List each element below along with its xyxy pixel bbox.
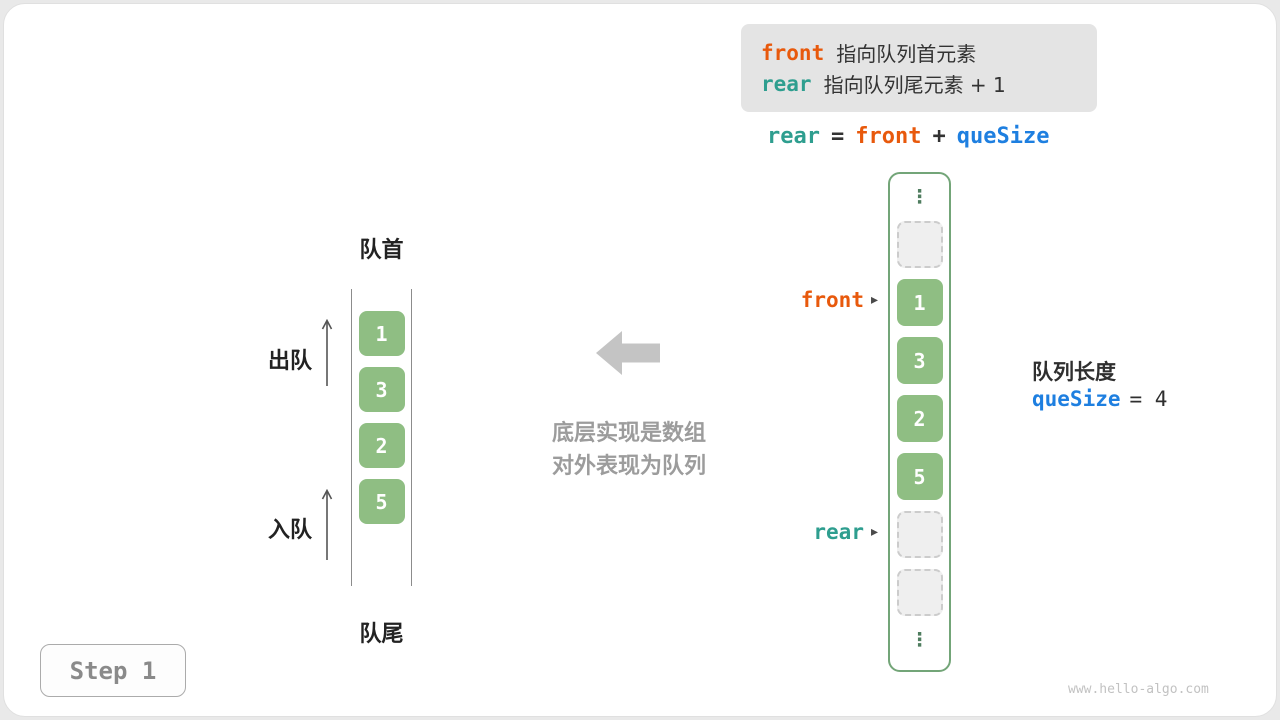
front-keyword: front bbox=[761, 40, 825, 65]
diagram-card: front 指向队列首元素 rear 指向队列尾元素 + 1 rear = fr… bbox=[3, 3, 1277, 717]
front-pointer: front ▸ bbox=[772, 288, 878, 312]
formula-rear: rear bbox=[767, 124, 820, 149]
caption-line-2: 对外表现为队列 bbox=[551, 454, 706, 479]
dequeue-up-arrow-icon bbox=[321, 319, 333, 386]
rear-keyword: rear bbox=[761, 71, 812, 96]
dequeue-label: 出队 bbox=[267, 349, 312, 374]
front-pointer-label: front bbox=[800, 288, 864, 312]
front-description: 指向队列首元素 bbox=[836, 42, 977, 66]
ellipsis-top-icon: ⋮ bbox=[910, 186, 929, 208]
left-block-arrow-icon bbox=[596, 331, 660, 375]
array-cell: 5 bbox=[896, 453, 943, 500]
formula-equals: = bbox=[830, 124, 845, 149]
formula-plus: + bbox=[932, 124, 946, 149]
array-cell-empty bbox=[896, 569, 943, 616]
watermark: www.hello-algo.com bbox=[1068, 682, 1209, 697]
formula-front: front bbox=[855, 124, 922, 149]
array-cell-empty bbox=[896, 221, 943, 268]
queue-tail-label: 队尾 bbox=[359, 622, 404, 647]
caption-line-1: 底层实现是数组 bbox=[551, 421, 706, 446]
enqueue-label: 入队 bbox=[267, 518, 312, 543]
array-cell-empty bbox=[896, 511, 943, 558]
rear-pointer: rear ▸ bbox=[772, 520, 878, 544]
annotation-box: front 指向队列首元素 rear 指向队列尾元素 + 1 bbox=[741, 24, 1097, 112]
queue-cell: 5 bbox=[358, 479, 405, 524]
rear-description: 指向队列尾元素 + 1 bbox=[823, 73, 1006, 97]
quesize-var: queSize bbox=[1032, 387, 1121, 411]
queue-length-info: 队列长度 queSize = 4 bbox=[1032, 356, 1167, 411]
queue-length-label: 队列长度 bbox=[1032, 360, 1116, 384]
array-cell: 2 bbox=[896, 395, 943, 442]
rear-formula: rear = front + queSize bbox=[767, 124, 1049, 149]
step-badge: Step 1 bbox=[40, 644, 186, 697]
queue-head-label: 队首 bbox=[359, 238, 404, 263]
rear-pointer-label: rear bbox=[813, 520, 864, 544]
ellipsis-bottom-icon: ⋮ bbox=[910, 629, 929, 651]
queue-cell: 3 bbox=[358, 367, 405, 412]
rear-pointer-arrow-icon: ▸ bbox=[870, 524, 878, 540]
queue-cell: 1 bbox=[358, 311, 405, 356]
enqueue-up-arrow-icon bbox=[321, 489, 333, 560]
queue-container: 1 3 2 5 bbox=[351, 289, 412, 586]
annotation-line-front: front 指向队列首元素 bbox=[761, 37, 1077, 68]
formula-quesize: queSize bbox=[956, 124, 1050, 149]
array-cell: 1 bbox=[896, 279, 943, 326]
center-caption: 底层实现是数组 对外表现为队列 bbox=[521, 417, 737, 483]
quesize-value: = 4 bbox=[1129, 387, 1168, 411]
array-container: ⋮ 1 3 2 5 ⋮ bbox=[888, 172, 951, 672]
queue-cell: 2 bbox=[358, 423, 405, 468]
queue-length-value: queSize = 4 bbox=[1032, 387, 1167, 411]
annotation-line-rear: rear 指向队列尾元素 + 1 bbox=[761, 68, 1077, 99]
array-cell: 3 bbox=[896, 337, 943, 384]
front-pointer-arrow-icon: ▸ bbox=[870, 292, 878, 308]
